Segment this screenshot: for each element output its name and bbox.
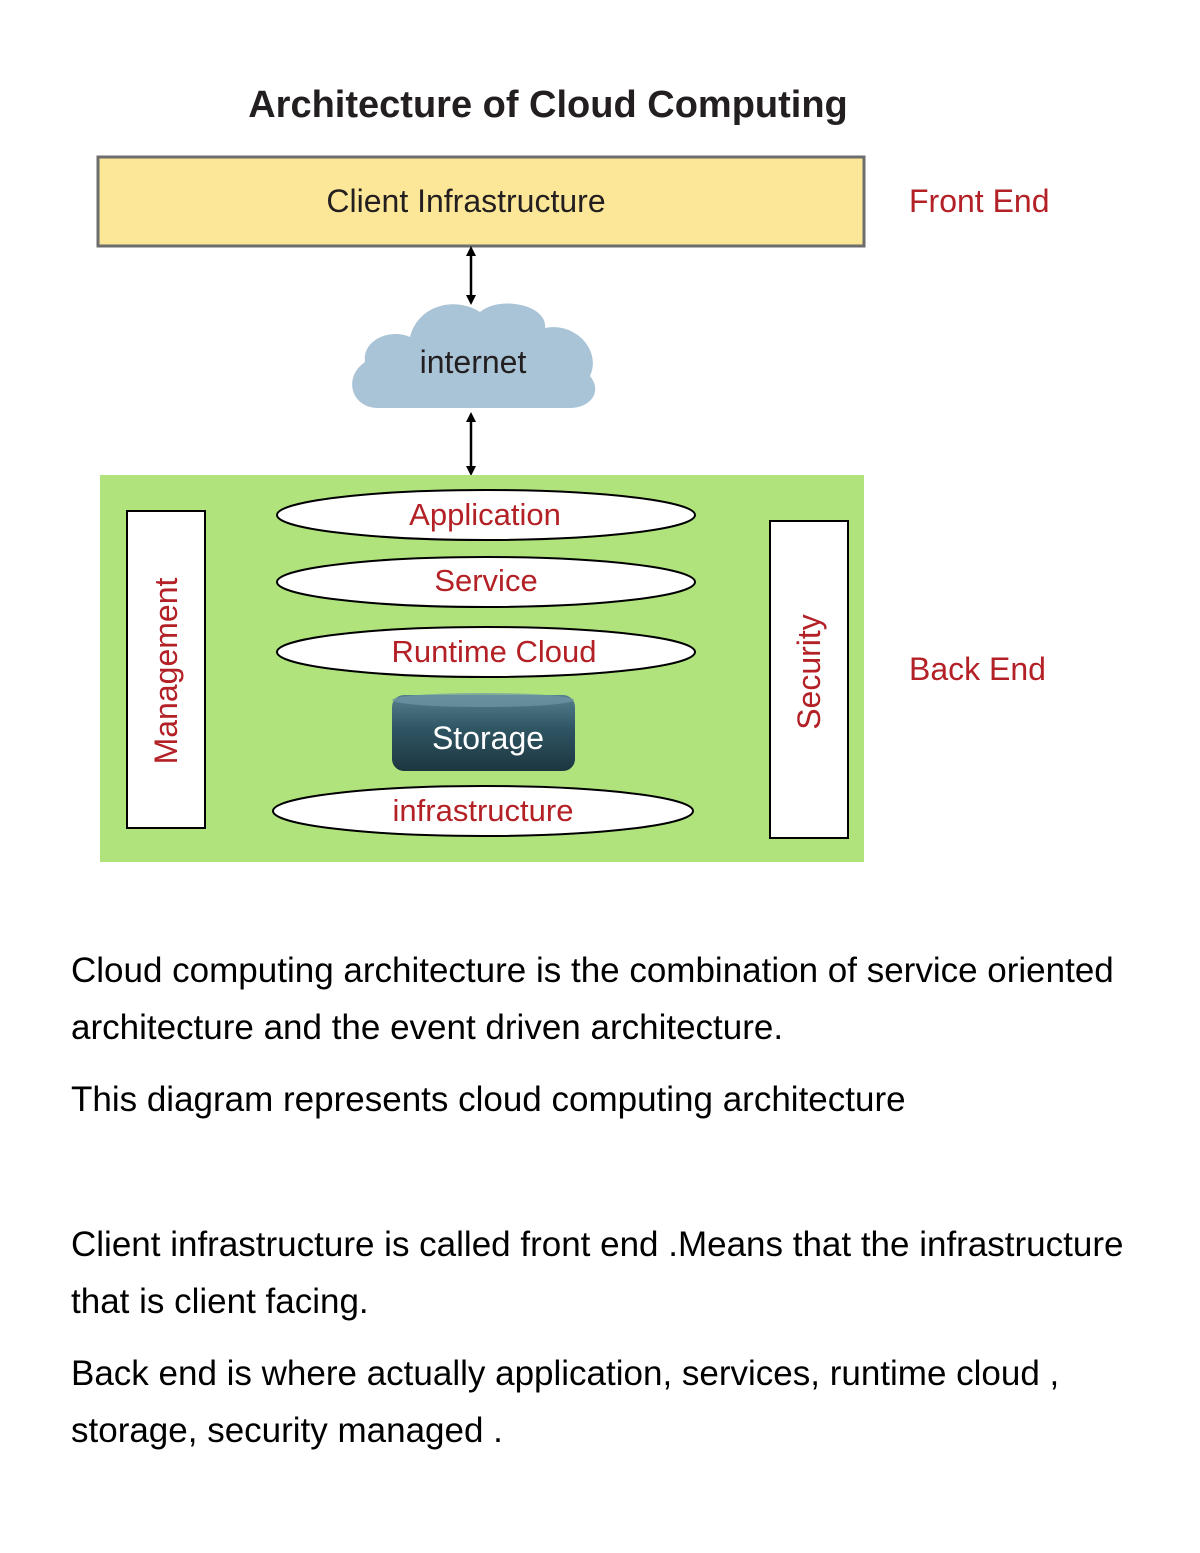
back-end-label: Back End xyxy=(909,651,1046,687)
application-layer: Application xyxy=(276,489,696,541)
management-box: Management xyxy=(126,510,206,829)
security-box: Security xyxy=(769,520,849,839)
paragraph-architecture-definition: Cloud computing architecture is the comb… xyxy=(71,951,1114,1047)
architecture-diagram: Architecture of Cloud Computing Client I… xyxy=(96,84,1050,862)
application-label: Application xyxy=(409,497,561,532)
client-infrastructure-box: Client Infrastructure xyxy=(96,155,866,248)
front-end-label: Front End xyxy=(909,183,1050,219)
service-layer: Service xyxy=(276,556,696,608)
internet-cloud: internet xyxy=(352,303,596,408)
client-infrastructure-label: Client Infrastructure xyxy=(326,183,605,219)
storage-label: Storage xyxy=(432,720,544,756)
storage-cylinder: Storage xyxy=(392,693,575,771)
paragraph-back-end: Back end is where actually application, … xyxy=(71,1354,1060,1450)
security-label: Security xyxy=(791,614,827,730)
runtime-cloud-label: Runtime Cloud xyxy=(391,634,596,669)
infrastructure-layer: infrastructure xyxy=(272,785,694,837)
service-label: Service xyxy=(434,563,537,598)
diagram-title: Architecture of Cloud Computing xyxy=(248,84,848,126)
internet-label: internet xyxy=(420,344,527,380)
infrastructure-label: infrastructure xyxy=(393,793,574,828)
runtime-cloud-layer: Runtime Cloud xyxy=(276,626,696,678)
paragraph-diagram-note: This diagram represents cloud computing … xyxy=(71,1080,906,1119)
paragraph-front-end: Client infrastructure is called front en… xyxy=(71,1225,1124,1321)
management-label: Management xyxy=(148,578,184,765)
